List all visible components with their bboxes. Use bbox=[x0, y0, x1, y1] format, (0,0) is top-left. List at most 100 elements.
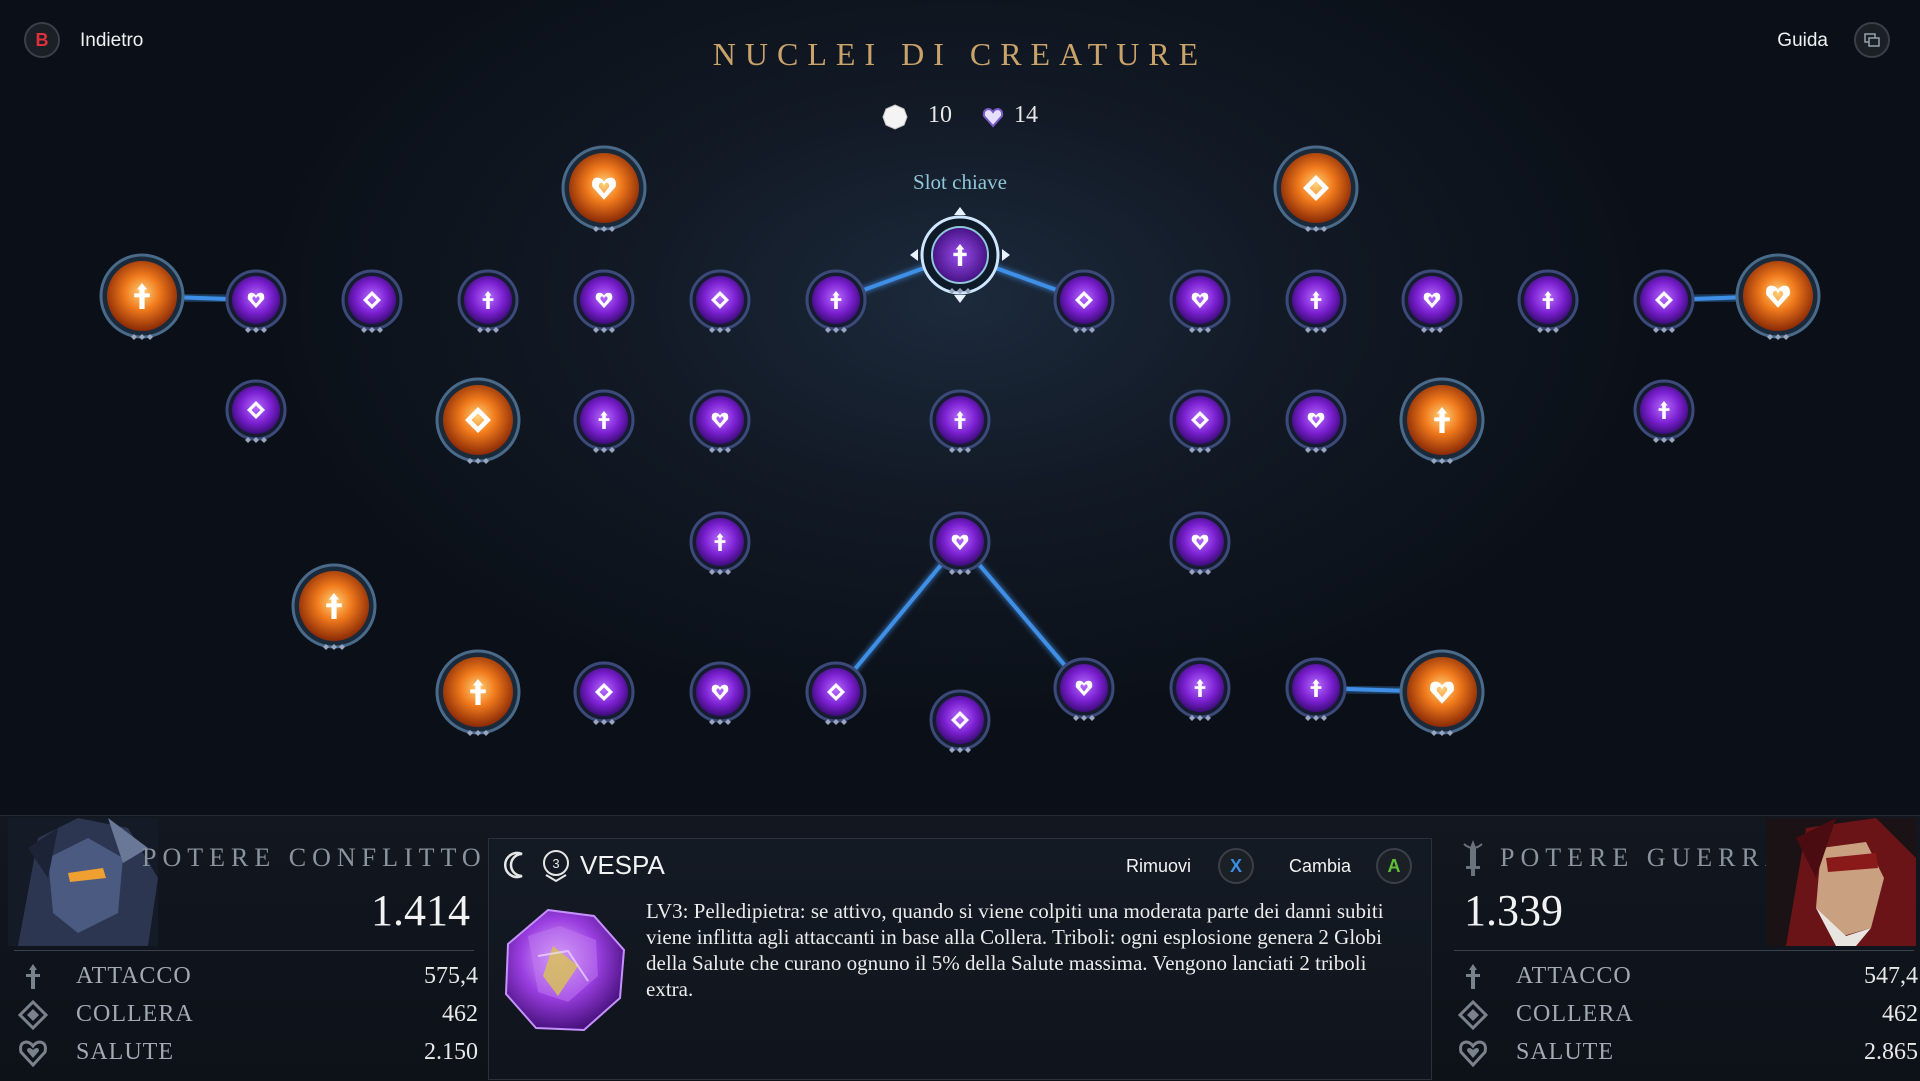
core-slot-r5[interactable] bbox=[1517, 269, 1579, 333]
core-slot-l5[interactable] bbox=[341, 269, 403, 333]
wrath-icon bbox=[1655, 291, 1673, 309]
core-slot-l2[interactable] bbox=[689, 269, 751, 333]
core-slot-bl3[interactable] bbox=[573, 661, 635, 725]
socket-pip bbox=[261, 327, 267, 333]
guide-label[interactable]: Guida bbox=[1777, 30, 1828, 51]
selection-arrow-icon bbox=[1002, 249, 1010, 261]
left-power-value: 1.414 bbox=[371, 886, 470, 935]
core-slot-r4[interactable] bbox=[1401, 269, 1463, 333]
socket-pip bbox=[949, 447, 955, 453]
core-slot-r6[interactable] bbox=[1633, 269, 1695, 333]
core-slot-r1[interactable] bbox=[1053, 269, 1115, 333]
socket-pip bbox=[1439, 730, 1445, 736]
white-core-icon bbox=[882, 104, 908, 130]
core-slot-l3[interactable] bbox=[573, 269, 635, 333]
wrath-icon bbox=[711, 291, 729, 309]
socket-pip bbox=[253, 437, 259, 443]
core-slot-l6[interactable] bbox=[225, 269, 287, 333]
socket-pip bbox=[709, 327, 715, 333]
core-slot-l13[interactable] bbox=[689, 511, 751, 575]
socket-pip bbox=[957, 447, 963, 453]
core-slot-br1[interactable] bbox=[1053, 657, 1115, 721]
core-slot-c3[interactable] bbox=[929, 689, 991, 753]
core-orb bbox=[1176, 396, 1224, 444]
socket-pip bbox=[1073, 327, 1079, 333]
core-slot-k[interactable] bbox=[910, 207, 1010, 303]
socket-pip bbox=[601, 447, 607, 453]
remove-label[interactable]: Rimuovi bbox=[1126, 856, 1192, 876]
core-orb bbox=[1176, 518, 1224, 566]
level-badge-icon: 3 bbox=[543, 850, 569, 883]
attack-icon bbox=[482, 291, 494, 309]
core-slot-l1[interactable] bbox=[805, 269, 867, 333]
socket-pip bbox=[965, 569, 971, 575]
socket-pip bbox=[131, 334, 137, 340]
core-slot-r8[interactable] bbox=[1273, 145, 1359, 232]
socket-pip bbox=[1189, 327, 1195, 333]
core-slot-r13[interactable] bbox=[1633, 379, 1695, 443]
health-icon bbox=[592, 177, 616, 200]
socket-pip bbox=[1305, 447, 1311, 453]
core-orb bbox=[232, 276, 280, 324]
socket-pip bbox=[957, 747, 963, 753]
core-slot-l9[interactable] bbox=[561, 145, 647, 232]
core-slot-r12[interactable] bbox=[1169, 511, 1231, 575]
core-slot-r11[interactable] bbox=[1169, 389, 1231, 453]
b-button-icon[interactable]: B bbox=[24, 22, 60, 58]
purple-core-count: 14 bbox=[1014, 102, 1038, 128]
socket-pip bbox=[485, 327, 491, 333]
core-slot-br4[interactable] bbox=[1399, 649, 1485, 736]
core-slot-r7[interactable] bbox=[1735, 253, 1821, 340]
core-slot-bl1[interactable] bbox=[805, 661, 867, 725]
socket-pip bbox=[1313, 226, 1319, 232]
attack-icon bbox=[134, 283, 150, 309]
socket-pip bbox=[717, 447, 723, 453]
core-name: VESPA bbox=[580, 850, 665, 880]
socket-pip bbox=[1313, 715, 1319, 721]
right-stat-title: POTERE GUERRA bbox=[1500, 843, 1790, 872]
core-slot-bl4[interactable] bbox=[435, 649, 521, 736]
back-label[interactable]: Indietro bbox=[80, 30, 144, 51]
core-slot-bl2[interactable] bbox=[689, 661, 751, 725]
core-slot-iso[interactable] bbox=[291, 563, 377, 650]
attack-icon bbox=[598, 411, 610, 429]
socket-pip bbox=[709, 719, 715, 725]
attack-icon bbox=[1434, 407, 1450, 433]
core-slot-br2[interactable] bbox=[1169, 657, 1231, 721]
a-button-icon[interactable]: A bbox=[1376, 848, 1412, 884]
socket-pip bbox=[1189, 715, 1195, 721]
socket-pip bbox=[139, 334, 145, 340]
core-slot-l7[interactable] bbox=[99, 253, 185, 340]
socket-pip bbox=[1305, 715, 1311, 721]
socket-pip bbox=[1439, 458, 1445, 464]
right-divider bbox=[1454, 950, 1914, 951]
core-slot-c1[interactable] bbox=[929, 389, 991, 453]
war-portrait bbox=[1766, 818, 1916, 946]
stat-value: 547,4 bbox=[1864, 963, 1918, 989]
core-slot-r2[interactable] bbox=[1169, 269, 1231, 333]
socket-pip bbox=[957, 569, 963, 575]
core-slot-br3[interactable] bbox=[1285, 657, 1347, 721]
core-slot-l8[interactable] bbox=[225, 379, 287, 443]
key-slot-label: Slot chiave bbox=[913, 170, 1007, 194]
socket-pip bbox=[949, 288, 955, 294]
core-slot-r3[interactable] bbox=[1285, 269, 1347, 333]
war-sword-icon bbox=[1463, 840, 1483, 876]
x-button-icon[interactable]: X bbox=[1218, 848, 1254, 884]
core-slot-c2[interactable] bbox=[929, 511, 991, 575]
stat-value: 575,4 bbox=[424, 963, 478, 989]
socket-pip bbox=[475, 730, 481, 736]
core-slot-l11[interactable] bbox=[435, 377, 521, 464]
socket-pip bbox=[377, 327, 383, 333]
core-slot-l10[interactable] bbox=[573, 389, 635, 453]
change-label[interactable]: Cambia bbox=[1289, 856, 1352, 876]
view-button-icon[interactable] bbox=[1854, 22, 1890, 58]
core-slot-r10[interactable] bbox=[1399, 377, 1485, 464]
core-slot-l4[interactable] bbox=[457, 269, 519, 333]
core-slot-l12[interactable] bbox=[689, 389, 751, 453]
right-stat-wrath: COLLERA 462 bbox=[1458, 998, 1918, 1032]
wrath-icon bbox=[951, 711, 969, 729]
core-slot-r9[interactable] bbox=[1285, 389, 1347, 453]
socket-pip bbox=[1545, 327, 1551, 333]
socket-pip bbox=[1305, 226, 1311, 232]
